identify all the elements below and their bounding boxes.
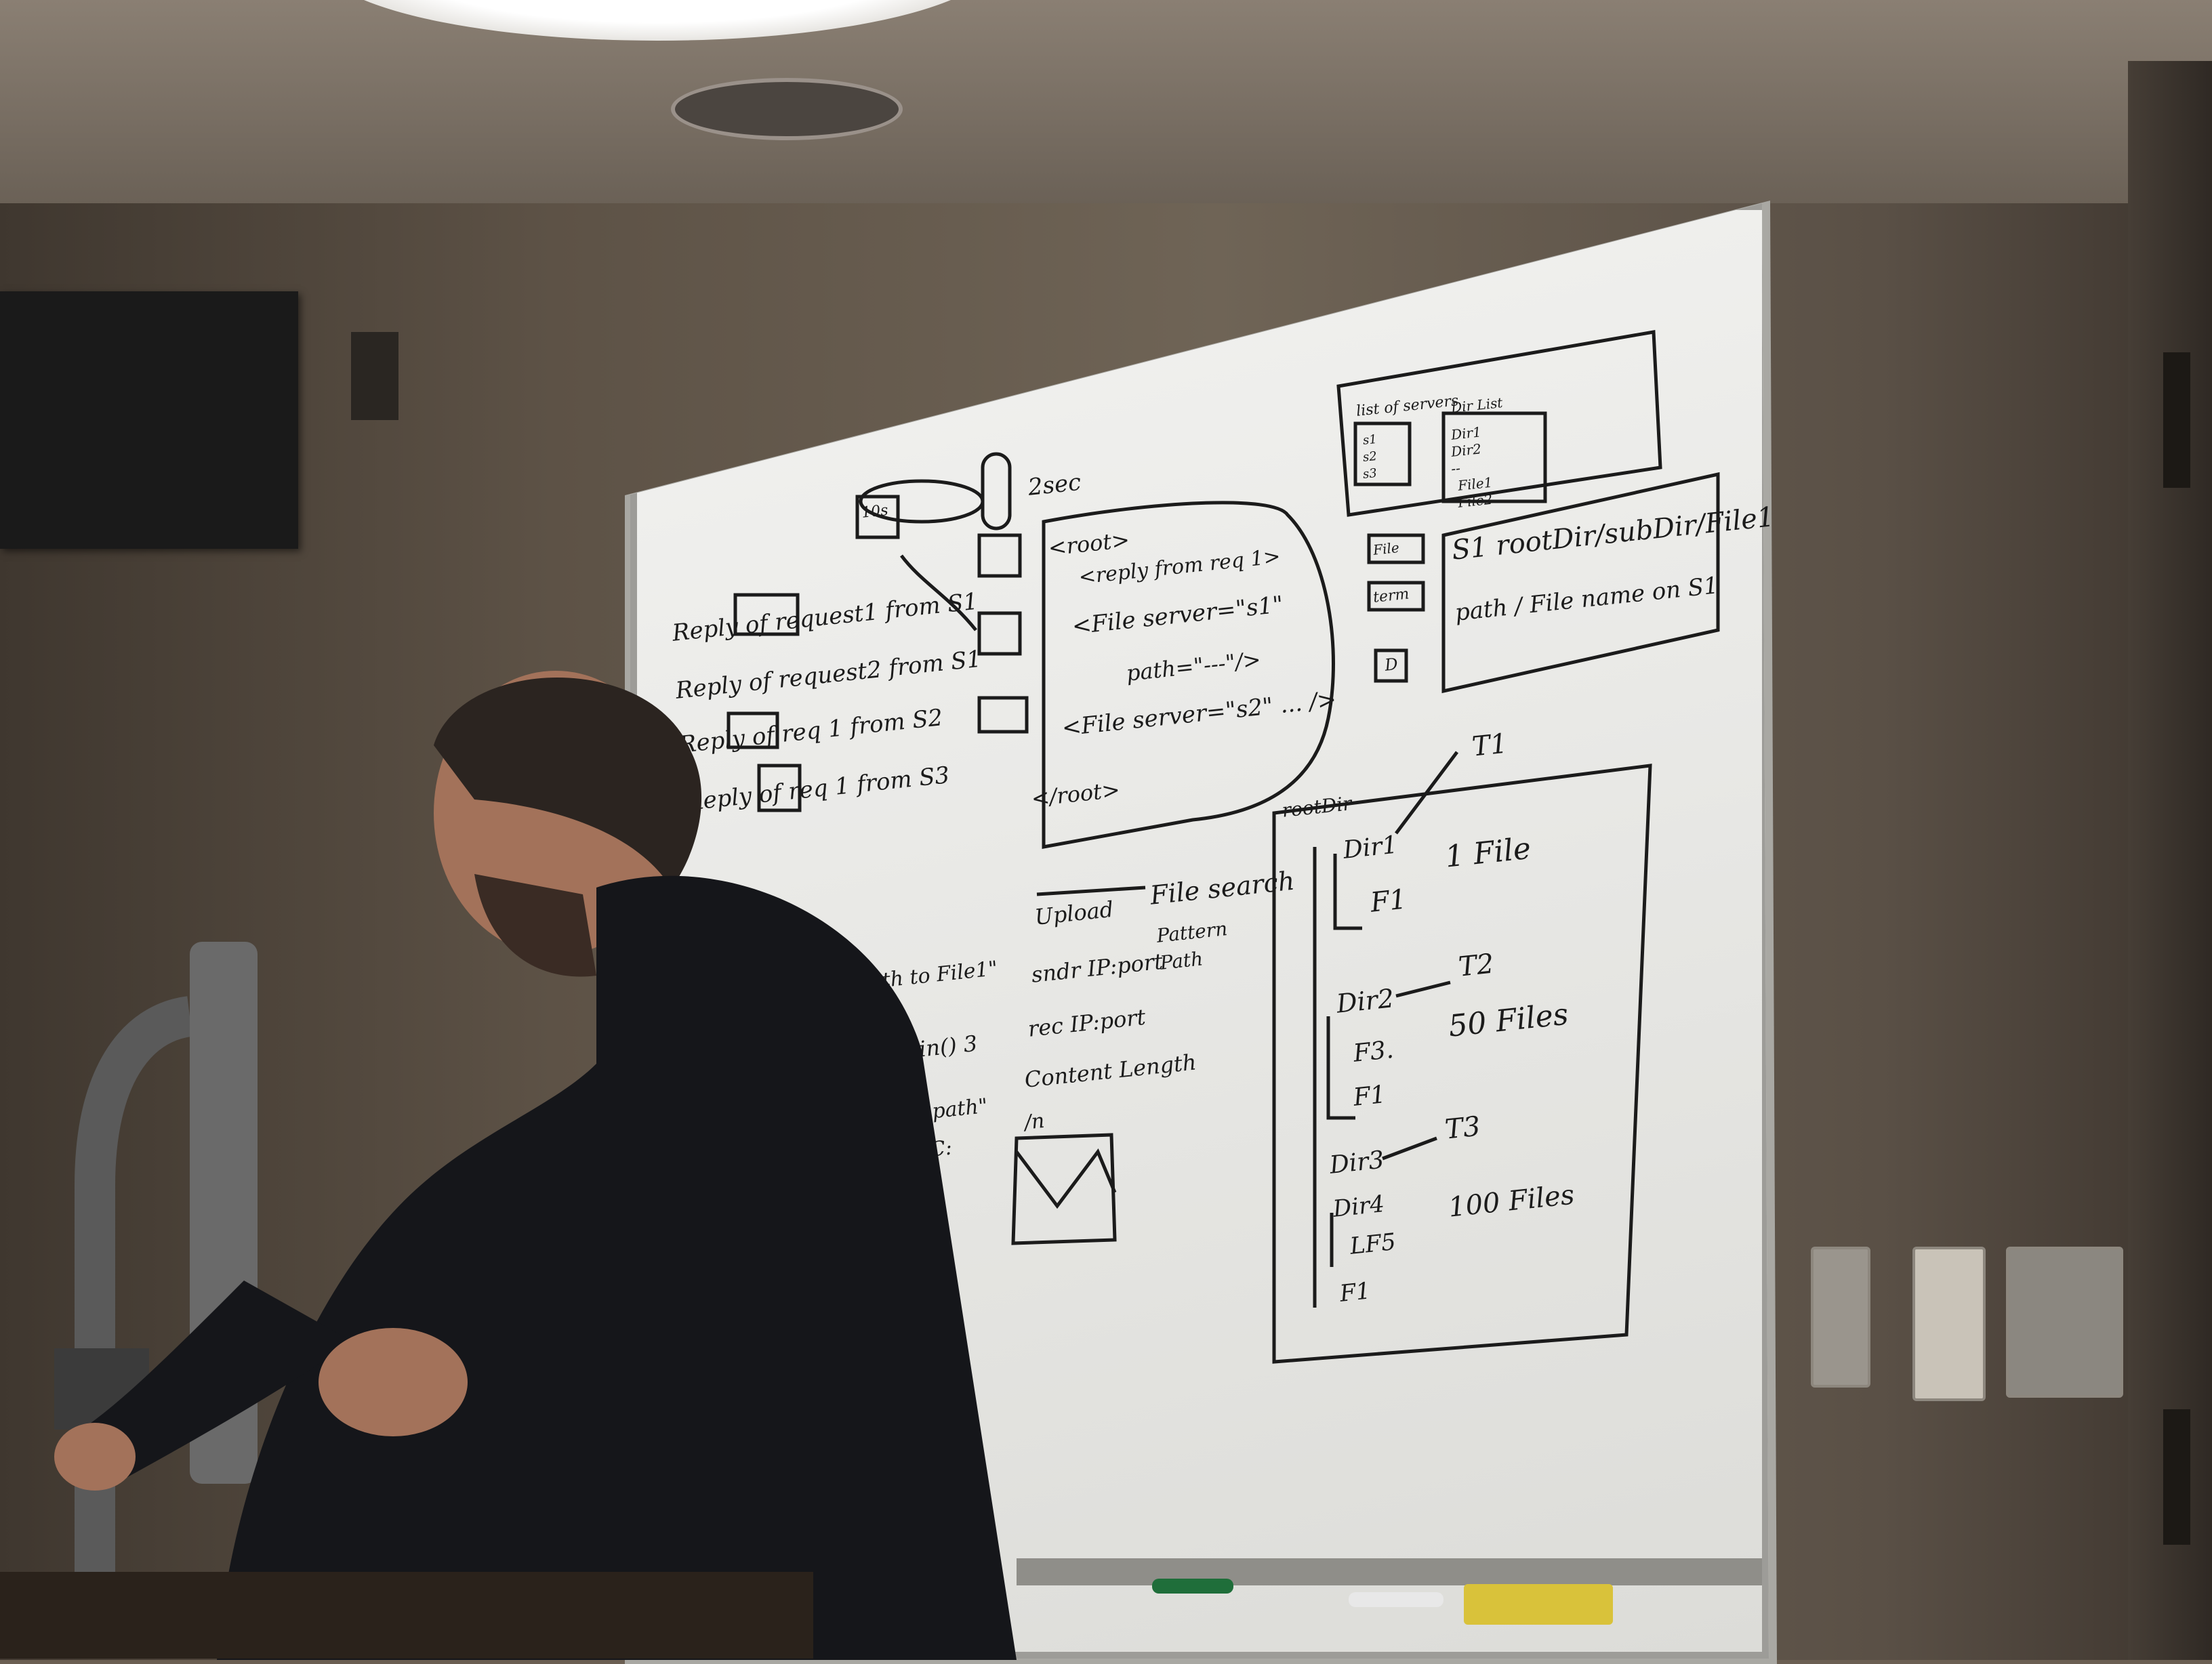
wall-box <box>351 332 398 420</box>
ceiling-vent <box>671 78 903 140</box>
ui-dir-item: Dir2 <box>1450 440 1482 460</box>
timing-label: 2sec <box>1027 468 1083 501</box>
mid-note: Path <box>1159 947 1204 974</box>
person <box>54 671 1017 1660</box>
xml-bubble <box>1042 501 1335 849</box>
servers-list <box>1353 421 1412 486</box>
arrow-line <box>900 554 977 631</box>
tree-node: Dir4 <box>1332 1190 1386 1223</box>
ui-server-item: s1 <box>1362 432 1378 448</box>
tree-node: Dir1 <box>1342 831 1399 865</box>
wall-speaker <box>0 291 298 549</box>
tree-container <box>1272 764 1652 1364</box>
grid-icon <box>977 696 1029 734</box>
dir-list <box>1441 411 1547 503</box>
tree-branch <box>1333 854 1362 930</box>
request-box <box>733 593 800 636</box>
ui-dir-item: -- <box>1450 459 1461 477</box>
tree-arrow-label: T3 <box>1443 1110 1482 1146</box>
tree-node: LF5 <box>1349 1228 1397 1260</box>
marker-tray <box>1017 1558 1762 1585</box>
ui-button-label: D <box>1384 654 1399 675</box>
box-icon <box>977 611 1022 656</box>
marker[interactable] <box>1349 1592 1443 1607</box>
packet-zigzag <box>1015 1148 1117 1209</box>
d-button <box>1374 648 1408 683</box>
tree-node: F1 <box>1338 1277 1372 1308</box>
path-panel <box>1441 472 1720 694</box>
tree-node: F3. <box>1352 1035 1395 1068</box>
mid-note: /n <box>1023 1108 1046 1135</box>
tree-node: F1 <box>1369 883 1408 919</box>
arrow-t3 <box>1382 1136 1437 1161</box>
door-hinge <box>2163 1409 2190 1545</box>
term-button <box>1367 581 1425 612</box>
wall-switch[interactable] <box>1811 1247 1870 1388</box>
desk <box>0 1572 813 1659</box>
tree-node: F1 <box>1352 1080 1387 1112</box>
timing-label: 10s <box>861 501 889 522</box>
tree-arrow-label: T1 <box>1471 728 1509 763</box>
ui-button-label: File <box>1372 539 1400 558</box>
tree-node: Dir2 <box>1335 983 1396 1019</box>
timer-icon <box>981 452 1012 531</box>
request-box <box>726 711 779 749</box>
door-hinge <box>2163 352 2190 488</box>
request-box <box>757 764 802 812</box>
file-button <box>1367 533 1425 564</box>
arrow-upload <box>1036 886 1146 896</box>
ui-dir-item: Dir1 <box>1450 423 1482 443</box>
ui-server-item: s2 <box>1362 449 1378 465</box>
grid-icon <box>977 533 1022 578</box>
dimmer-switch[interactable] <box>1912 1247 1986 1401</box>
tree-node: Dir3 <box>1328 1146 1386 1180</box>
tree-branch <box>1326 1016 1355 1120</box>
ui-window <box>1336 330 1662 517</box>
tree-arrow-label: T2 <box>1457 948 1496 983</box>
arrow-t2 <box>1395 980 1451 998</box>
eraser[interactable] <box>1464 1584 1613 1625</box>
ui-server-item: s3 <box>1362 465 1378 482</box>
double-switch-plate[interactable] <box>2006 1247 2123 1398</box>
packet-box <box>1011 1133 1117 1245</box>
marker[interactable] <box>1152 1579 1233 1594</box>
door-frame <box>2128 61 2212 1660</box>
ten-sec-box <box>855 495 900 539</box>
arrow-t1 <box>1395 751 1458 835</box>
